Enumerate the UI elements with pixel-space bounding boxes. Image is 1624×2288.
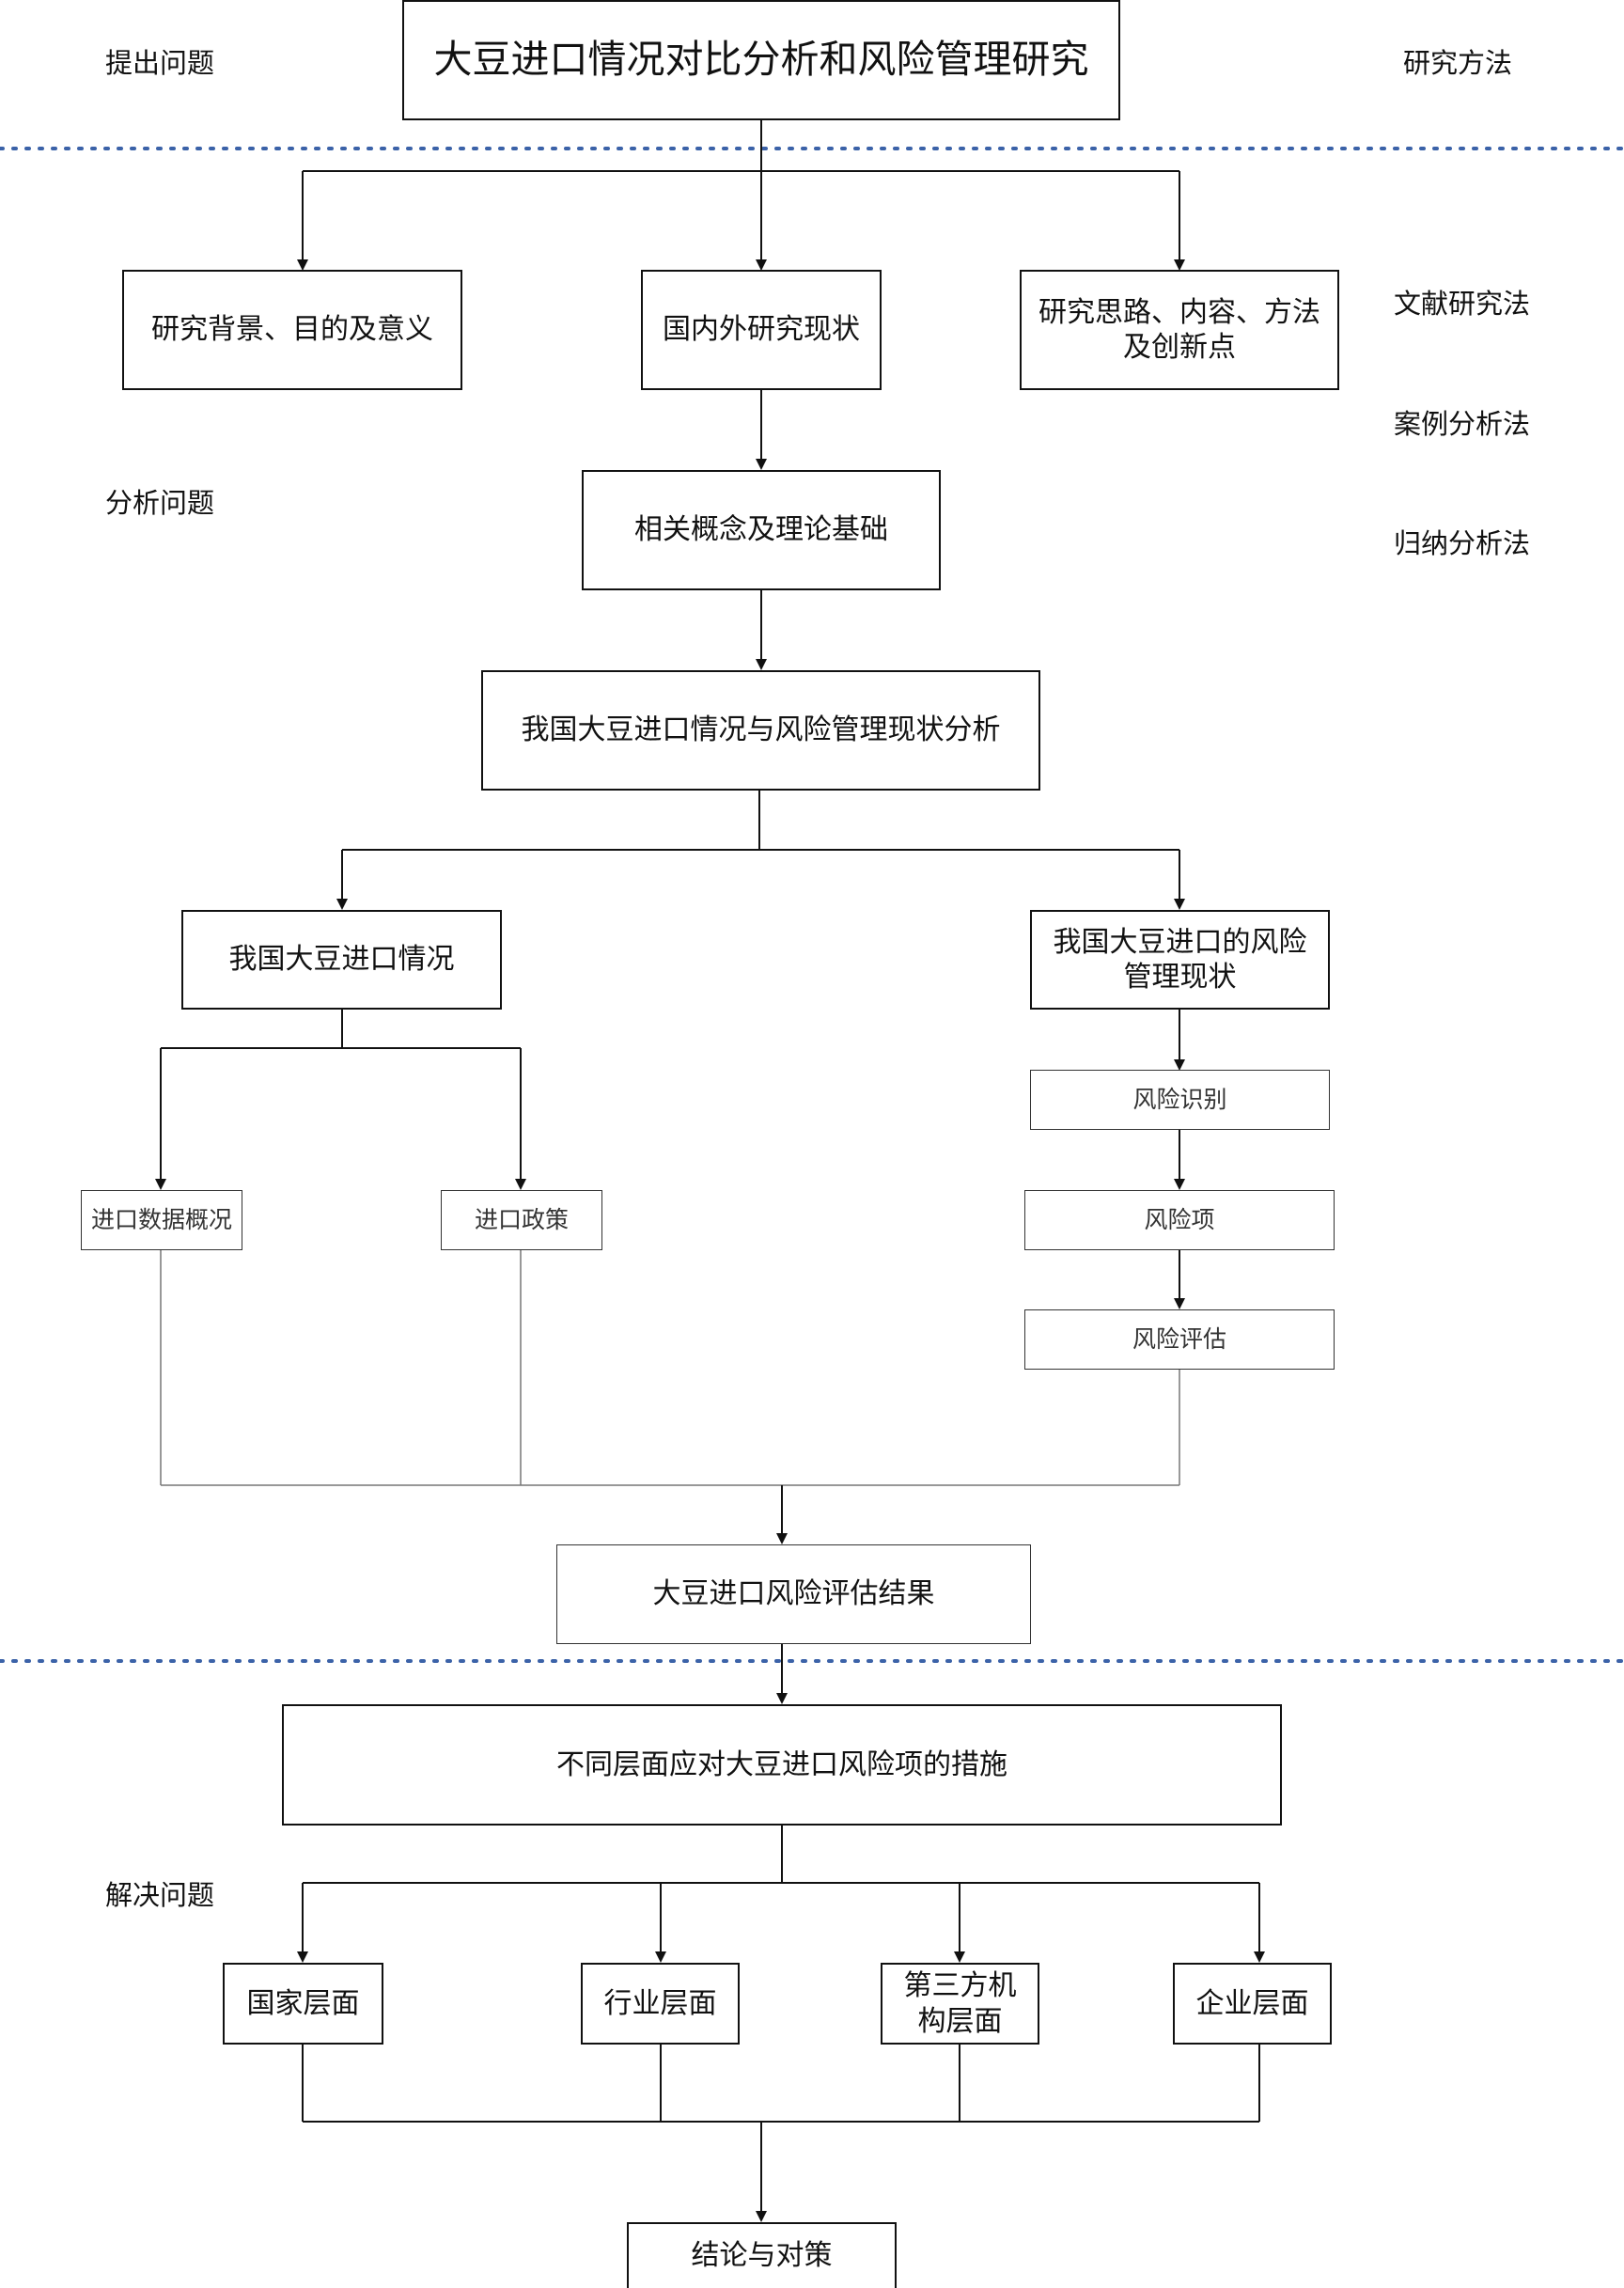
label-research-method: 研究方法	[1403, 47, 1513, 79]
node-import-policy-text: 进口政策	[474, 1206, 569, 1234]
node-status-review: 国内外研究现状	[641, 270, 882, 390]
node-assessment-result-text: 大豆进口风险评估结果	[652, 1577, 935, 1611]
node-approach: 研究思路、内容、方法及创新点	[1020, 270, 1339, 390]
node-national-text: 国家层面	[246, 1986, 360, 2020]
node-risk-mgmt-status: 我国大豆进口的风险管理现状	[1030, 910, 1330, 1010]
node-measures: 不同层面应对大豆进口风险项的措施	[282, 1704, 1282, 1826]
node-situation-analysis: 我国大豆进口情况与风险管理现状分析	[481, 670, 1040, 791]
node-measures-text: 不同层面应对大豆进口风险项的措施	[556, 1747, 1007, 1781]
method-inductive-analysis: 归纳分析法	[1394, 527, 1531, 559]
node-third-party: 第三方机构层面	[881, 1963, 1039, 2045]
node-industry-text: 行业层面	[603, 1986, 717, 2020]
node-assessment-result: 大豆进口风险评估结果	[556, 1544, 1031, 1644]
method-case-analysis: 案例分析法	[1394, 408, 1531, 440]
label-solve-question: 解决问题	[105, 1879, 215, 1911]
node-situation-analysis-text: 我国大豆进口情况与风险管理现状分析	[521, 713, 1001, 747]
node-title: 大豆进口情况对比分析和风险管理研究	[402, 0, 1120, 120]
node-risk-identify-text: 风险识别	[1132, 1086, 1227, 1114]
node-title-text: 大豆进口情况对比分析和风险管理研究	[433, 37, 1089, 83]
node-enterprise: 企业层面	[1173, 1963, 1332, 2045]
node-import-situation: 我国大豆进口情况	[181, 910, 502, 1010]
label-raise-question: 提出问题	[105, 47, 215, 79]
node-import-situation-text: 我国大豆进口情况	[228, 943, 455, 977]
node-risk-mgmt-status-text: 我国大豆进口的风险管理现状	[1053, 925, 1307, 995]
node-industry: 行业层面	[581, 1963, 740, 2045]
label-analyze-question: 分析问题	[105, 487, 215, 519]
node-risk-assess: 风险评估	[1024, 1309, 1335, 1370]
node-enterprise-text: 企业层面	[1195, 1986, 1309, 2020]
node-theory-text: 相关概念及理论基础	[634, 513, 888, 547]
node-import-data: 进口数据概况	[81, 1190, 242, 1250]
node-risk-assess-text: 风险评估	[1132, 1325, 1226, 1354]
node-import-data-text: 进口数据概况	[90, 1206, 232, 1234]
node-national: 国家层面	[223, 1963, 383, 2045]
node-import-policy: 进口政策	[441, 1190, 602, 1250]
node-third-party-text: 第三方机构层面	[903, 1969, 1017, 2038]
node-risk-items: 风险项	[1024, 1190, 1335, 1250]
node-conclusion: 结论与对策	[627, 2222, 897, 2288]
node-risk-items-text: 风险项	[1144, 1206, 1215, 1234]
node-status-review-text: 国内外研究现状	[663, 313, 860, 347]
node-risk-identify: 风险识别	[1030, 1070, 1330, 1130]
node-theory: 相关概念及理论基础	[582, 470, 941, 590]
method-literature: 文献研究法	[1394, 288, 1531, 320]
node-approach-text: 研究思路、内容、方法及创新点	[1038, 295, 1320, 365]
node-background-text: 研究背景、目的及意义	[151, 313, 433, 347]
node-background: 研究背景、目的及意义	[122, 270, 462, 390]
node-conclusion-text: 结论与对策	[691, 2239, 833, 2273]
